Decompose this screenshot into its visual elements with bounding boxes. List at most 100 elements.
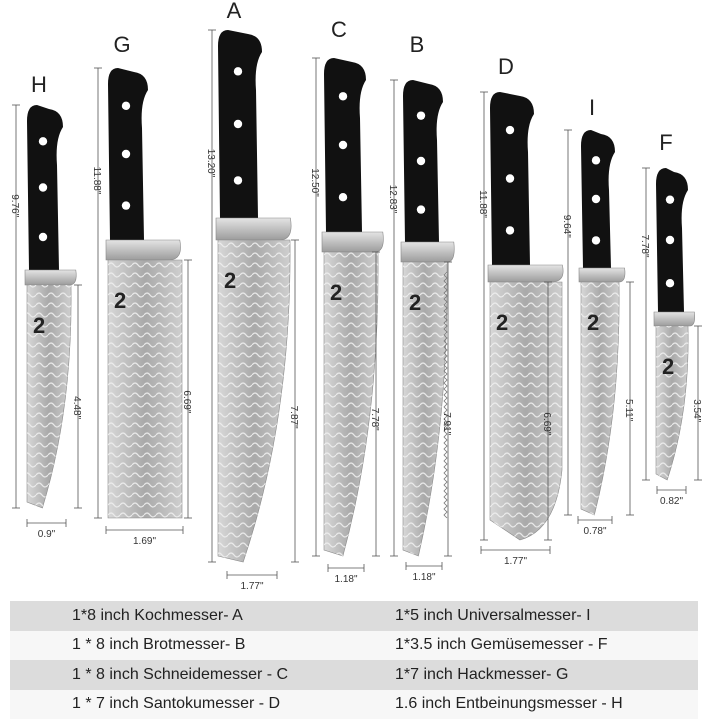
legend-row: 1 * 8 inch Schneidemesser - C 1*7 inch H… xyxy=(10,660,698,690)
logo-mark: 2 xyxy=(496,310,508,335)
knife-letter: F xyxy=(659,130,672,155)
legend-item: 1*5 inch Universalmesser- I xyxy=(395,606,591,624)
rivet xyxy=(121,201,131,210)
bolster xyxy=(578,267,626,283)
blade-width-label: 1.77" xyxy=(504,556,527,567)
legend-item: 1*3.5 inch Gemüsemesser - F xyxy=(395,636,608,654)
knife-letter: B xyxy=(410,32,425,57)
knife-c: 2 C 12.50" 7.78" 1.18" xyxy=(309,17,384,585)
rivet xyxy=(338,193,348,202)
knife-b: 2 B 12.83" 7.91" 1.18" xyxy=(387,32,455,583)
bolster xyxy=(653,311,695,327)
knife-g: 2 G 11.88" 6.69" 1.69" xyxy=(91,32,192,547)
rivet xyxy=(416,205,426,214)
damascus-pattern xyxy=(27,285,72,508)
legend-item: 1*7 inch Hackmesser- G xyxy=(395,665,569,683)
damascus-pattern xyxy=(490,282,562,540)
legend-row: 1 * 7 inch Santokumesser - D 1.6 inch En… xyxy=(10,689,698,719)
bolster xyxy=(487,264,564,283)
knife-letter: I xyxy=(589,95,595,120)
rivet xyxy=(591,156,601,165)
bolster xyxy=(105,239,181,261)
blade-width-label: 0.82" xyxy=(660,496,683,507)
blade-length-label: 6.69" xyxy=(181,390,192,413)
legend-item: 1 * 8 inch Schneidemesser - C xyxy=(72,665,289,683)
knife-set-illustration: 2 H 9.76" 4.48" 0.9" 2 G 11.88" 6.69" 1.69" 2 A 13.2… xyxy=(9,0,702,592)
knife-f: 2 F 7.78" 3.54" 0.82" xyxy=(639,130,702,507)
logo-mark: 2 xyxy=(587,310,599,335)
total-length-label: 12.50" xyxy=(309,168,320,197)
knife-letter: C xyxy=(331,17,347,42)
damascus-pattern xyxy=(218,240,291,562)
rivet xyxy=(591,236,601,245)
knife-letter: G xyxy=(113,32,130,57)
legend-item: 1 * 8 inch Brotmesser- B xyxy=(72,636,246,654)
total-length-label: 11.88" xyxy=(91,167,102,195)
logo-mark: 2 xyxy=(33,313,45,338)
blade-length-label: 6.69" xyxy=(541,412,552,435)
knife-legend-table: 1*8 inch Kochmesser- A 1*5 inch Universa… xyxy=(10,601,698,719)
damascus-pattern xyxy=(324,252,379,556)
logo-mark: 2 xyxy=(662,354,674,379)
knife-letter: H xyxy=(31,72,47,97)
blade-width-label: 1.77" xyxy=(240,581,263,592)
rivet xyxy=(505,226,515,235)
damascus-pattern xyxy=(581,282,620,515)
damascus-pattern xyxy=(108,260,182,518)
rivet xyxy=(233,176,243,185)
knife-letter: D xyxy=(498,54,514,79)
legend-row: 1*8 inch Kochmesser- A 1*5 inch Universa… xyxy=(10,601,698,631)
knife-i: 2 I 9.64" 5.11" 0.78" xyxy=(561,95,634,537)
knife-letter: A xyxy=(227,0,242,23)
damascus-pattern xyxy=(403,262,448,556)
total-length-label: 9.76" xyxy=(9,194,20,217)
blade-length-label: 4.48" xyxy=(71,396,82,419)
total-length-label: 12.83" xyxy=(387,185,398,214)
blade-length-label: 3.54" xyxy=(691,399,702,422)
legend-item: 1 * 7 inch Santokumesser - D xyxy=(72,695,281,713)
logo-mark: 2 xyxy=(224,268,236,293)
rivet xyxy=(665,195,675,204)
legend-row: 1 * 8 inch Brotmesser- B 1*3.5 inch Gemü… xyxy=(10,630,698,660)
bolster xyxy=(400,241,455,263)
total-length-label: 11.88" xyxy=(477,190,488,218)
rivet xyxy=(665,279,675,288)
blade-length-label: 7.87" xyxy=(288,406,299,429)
blade-length-label: 7.91" xyxy=(441,412,452,435)
total-length-label: 7.78" xyxy=(639,234,650,257)
knives-drawing: 2 H 9.76" 4.48" 0.9" 2 G 11.88" 6.69" 1.69" 2 A 13.2… xyxy=(9,0,702,592)
rivet xyxy=(233,119,243,129)
rivet xyxy=(505,125,515,135)
rivet xyxy=(38,232,48,242)
blade-width-label: 1.69" xyxy=(133,536,156,547)
serration xyxy=(443,271,448,519)
logo-mark: 2 xyxy=(330,280,342,305)
logo-mark: 2 xyxy=(114,288,126,313)
blade-length-label: 5.11" xyxy=(623,399,634,422)
knife-d: 2 D 11.88" 6.69" 1.77" xyxy=(477,54,564,567)
logo-mark: 2 xyxy=(409,290,421,315)
blade-width-label: 0.78" xyxy=(583,526,606,537)
rivet xyxy=(416,111,426,120)
bolster xyxy=(215,217,292,241)
total-length-label: 9.64" xyxy=(561,215,572,238)
rivet xyxy=(338,140,348,150)
rivet xyxy=(665,235,675,245)
damascus-pattern xyxy=(656,326,689,480)
knife-a: 2 A 13.20" 7.87" 1.77" xyxy=(205,0,299,592)
rivet xyxy=(38,183,48,192)
rivet xyxy=(38,137,48,146)
blade-length-label: 7.78" xyxy=(369,408,380,431)
rivet xyxy=(591,194,601,204)
blade-width-label: 1.18" xyxy=(334,574,357,585)
legend-item: 1*8 inch Kochmesser- A xyxy=(72,606,243,624)
rivet xyxy=(121,149,131,159)
rivet xyxy=(338,92,348,101)
rivet xyxy=(505,174,515,183)
rivet xyxy=(233,67,243,76)
blade-width-label: 1.18" xyxy=(412,572,435,583)
blade-width-label: 0.9" xyxy=(38,529,56,540)
bolster xyxy=(321,231,384,253)
legend-item: 1.6 inch Entbeinungsmesser - H xyxy=(395,695,623,713)
total-length-label: 13.20" xyxy=(205,149,216,178)
